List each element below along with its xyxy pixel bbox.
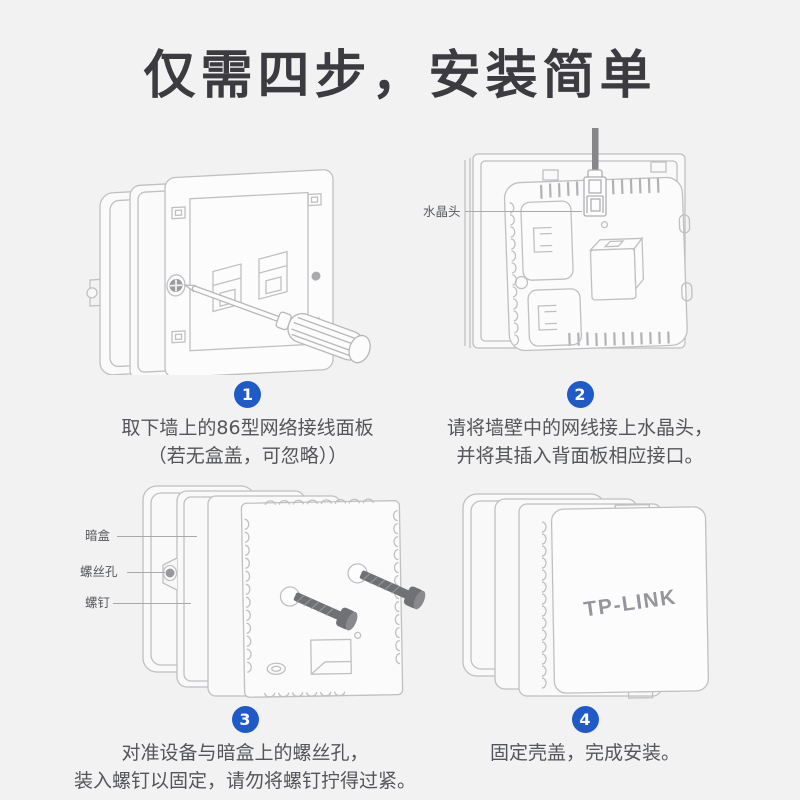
bottom-heatsink-fins [568,331,670,347]
step-2-block: 水晶头 2 请将墙壁中的网线接上水晶头， 并将其插入背面板相应接口。 [415,128,745,470]
screw-leader-line [113,603,191,604]
screwdriver-icon [182,284,371,364]
crystal-head-label: 水晶头 [423,204,461,219]
step-2-caption-line2: 并将其插入背面板相应接口。 [456,445,704,467]
device-back-cabling-drawing [464,128,693,352]
screw-hole-label: 螺丝孔 [80,564,118,579]
step-2-illustration: 水晶头 [415,128,745,375]
screw-label: 螺钉 [85,595,111,610]
page-title: 仅需四步，安装简单 [143,46,657,106]
heatsink-fin-column [541,521,547,689]
step-4-caption-line1: 固定壳盖，完成安装。 [489,742,680,764]
step-3-caption-line1: 对准设备与暗盒上的螺丝孔， [121,742,369,764]
assembled-device-drawing: TP-LINK [462,493,709,699]
wall-plate-removal-drawing [86,169,371,375]
step-3-caption-line2: 装入螺钉以固定，请勿将螺钉拧得过紧。 [73,770,416,792]
top-edge-scallops [264,498,375,506]
step-4-block: TP-LINK 4 固定壳盖，完成安装。 [435,478,735,767]
power-module [588,236,645,301]
step-1-illustration [70,133,425,375]
bottom-edge-scallops [263,691,346,698]
screw-hole-dot [165,568,175,578]
mode-switch [266,662,286,675]
front-cover: TP-LINK [550,503,709,699]
step-4-illustration: TP-LINK [435,478,735,700]
screw-icon [293,592,358,631]
step-3-badge: 3 [231,706,259,733]
step-3-illustration: 暗盒 螺丝孔 螺钉 [55,478,435,700]
rj45-crystal-head [583,169,607,217]
network-cable [592,128,599,178]
step-1-badge: 1 [234,381,261,408]
device-back-panel [240,498,404,698]
junction-box-label: 暗盒 [85,528,111,543]
step-1-block: 1 取下墙上的86型网络接线面板 （若无盒盖，可忽略）） [70,133,425,470]
device-back-panel [503,176,693,352]
step-1-caption-line2: （若无盒盖，可忽略）） [147,445,348,467]
step-1-caption-line1: 取下墙上的86型网络接线面板 [121,417,374,439]
step-2-badge: 2 [566,381,594,408]
left-edge-scallops [244,518,252,673]
step-4-badge: 4 [571,706,599,733]
step-2-caption-line1: 请将墙壁中的网线接上水晶头， [446,417,713,439]
rj45-port-opening [310,638,352,675]
junction-box-leader-line [117,536,197,537]
screw-icon [359,570,426,610]
screw-mounting-drawing [142,485,426,698]
step-3-block: 暗盒 螺丝孔 螺钉 3 对准设备与暗盒上的螺丝孔， 装入螺钉以固定，请勿将螺钉拧… [55,478,435,795]
crystal-head-leader-line [465,211,582,212]
screw-hole-leader-line [127,572,165,573]
reset-hole [354,631,362,639]
